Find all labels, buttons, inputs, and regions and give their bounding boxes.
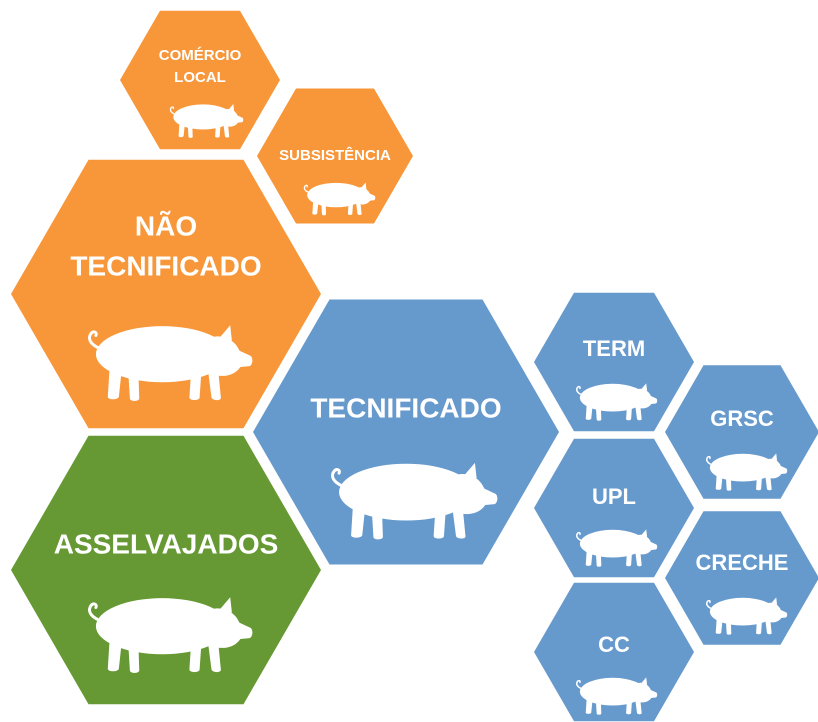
hex-tecnificado-label: TECNIFICADO (310, 392, 501, 423)
hex-asselvajados: ASSELVAJADOS (11, 435, 321, 705)
hex-cc-label: CC (598, 632, 630, 657)
hex-asselvajados-label: ASSELVAJADOS (54, 528, 279, 559)
hex-comercio-local: COMÉRCIO LOCAL (120, 10, 280, 150)
hex-asselvajados-shape (11, 435, 321, 705)
hex-upl: UPL (534, 438, 694, 578)
hex-cc: CC (534, 582, 694, 722)
hex-tecnificado-shape (253, 299, 559, 565)
hex-comercio-local-label-line-2: LOCAL (174, 69, 226, 86)
hex-term: TERM (534, 292, 694, 432)
hex-nao-tecnificado-label-line-2: TECNIFICADO (70, 250, 261, 281)
hex-comercio-local-label-line-1: COMÉRCIO (159, 47, 242, 64)
hex-tecnificado: TECNIFICADO (253, 299, 559, 565)
hex-creche: CRECHE (665, 511, 818, 645)
hex-creche-label: CRECHE (696, 550, 789, 575)
hex-term-shape (534, 292, 694, 432)
hex-comercio-local-shape (120, 10, 280, 150)
hex-upl-label: UPL (592, 484, 636, 509)
hex-subsistencia-shape (257, 88, 413, 224)
hex-subsistencia: SUBSISTÊNCIA (257, 88, 413, 224)
hex-term-label: TERM (583, 336, 645, 361)
hex-grsc: GRSC (665, 365, 818, 499)
hex-nao-tecnificado-label-line-1: NÃO (135, 210, 197, 241)
hex-subsistencia-label: SUBSISTÊNCIA (279, 146, 391, 164)
hex-nao-tecnificado: NÃO TECNIFICADO (11, 159, 321, 429)
hex-nao-tecnificado-shape (11, 159, 321, 429)
hex-cc-shape (534, 582, 694, 722)
hex-upl-shape (534, 438, 694, 578)
hex-grsc-label: GRSC (710, 406, 774, 431)
